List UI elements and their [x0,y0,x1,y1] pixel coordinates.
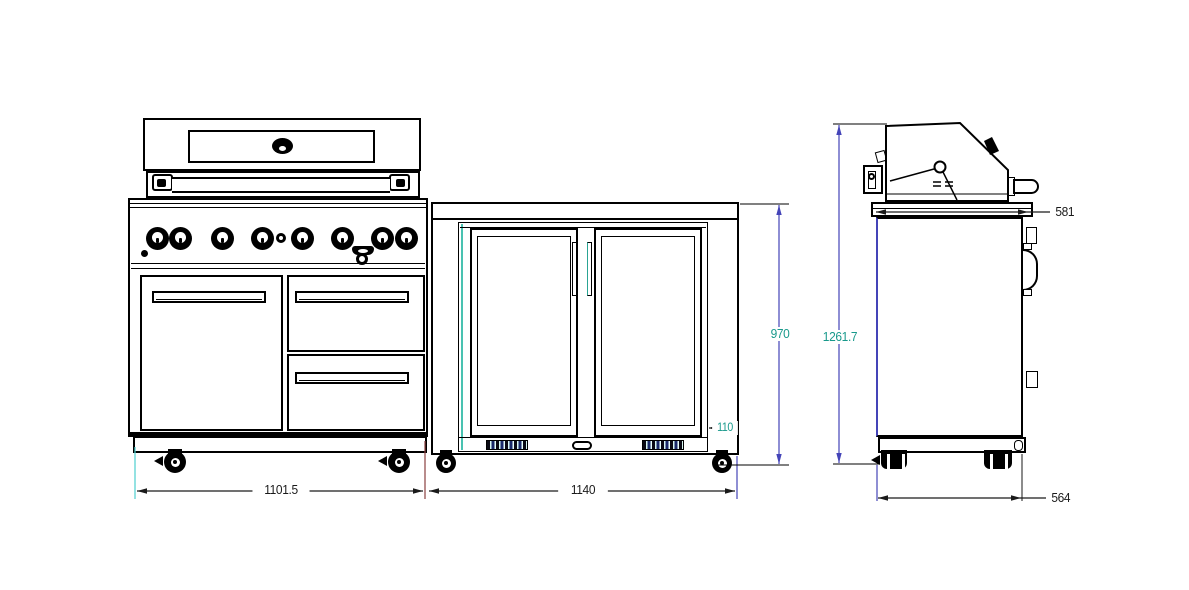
fridge-accent-stripe [461,224,463,450]
counter-edge-line2 [129,207,427,208]
dim-fridge-height-label: 970 [761,327,799,341]
control-knob [370,226,394,250]
hood-handle-bar [172,177,390,193]
dim-fridge-width-label: 1140 [558,483,608,497]
grill-door-handle [152,291,266,303]
vent-pill [572,441,592,450]
grill-drawer-top [287,275,425,352]
control-knob [330,226,354,250]
panel-separator [131,263,425,264]
control-knob [394,226,418,250]
vent-grille-left [486,440,528,450]
fridge-face-top-line [460,227,706,228]
fridge-counter-line [432,218,738,220]
dim-side-panel-label: 110 [712,421,738,435]
dim-overall-height-label: 1261.7 [815,330,865,344]
side-hinge-clip-top [1026,227,1037,244]
dim-base-depth-label: 564 [1050,491,1084,505]
grill-kick-panel [133,436,427,453]
panel-separator [131,268,425,269]
counter-edge-line [129,203,427,204]
dim-hood-depth-label: 581 [1054,205,1088,219]
vent-grille-right [642,440,684,450]
control-knob [250,226,274,250]
cabinet-base-line [130,432,426,435]
hood-badge [272,138,293,154]
hood-handle-cap-right [389,174,410,191]
side-countertop [871,202,1033,217]
side-hood-knob [1013,179,1039,194]
panel-dot [141,250,148,257]
grill-drawer-bottom [287,354,425,431]
control-knob [168,226,192,250]
hood-handle-cap-left [152,174,173,191]
control-knob [290,226,314,250]
side-handle-tab-bottom [1023,289,1032,296]
side-rear-bracket [863,165,883,194]
side-hinge-clip-bottom [1026,371,1038,388]
side-base [878,437,1026,453]
side-door-handle-arc [1023,249,1038,291]
control-knob [145,226,169,250]
fridge-door-handle-left [572,242,577,296]
hood-bolt-marks [933,181,953,187]
control-knob [210,226,234,250]
side-hood-profile [885,121,1009,202]
vent-band-line [459,437,707,438]
grill-drawer-bottom-handle [295,372,409,384]
fridge-door-right-window [601,236,695,426]
fridge-door-handle-right [587,242,592,296]
bottle-opener [351,244,375,268]
side-base-end-cap [1014,440,1023,451]
fridge-door-left-window [477,236,571,426]
hood-badge-highlight [279,146,286,151]
dim-grill-width-label: 1101.5 [252,483,310,497]
side-cabinet [876,217,1023,437]
side-rear-tab [874,149,888,164]
grill-drawer-top-handle [295,291,409,303]
ignition-button [276,233,286,243]
